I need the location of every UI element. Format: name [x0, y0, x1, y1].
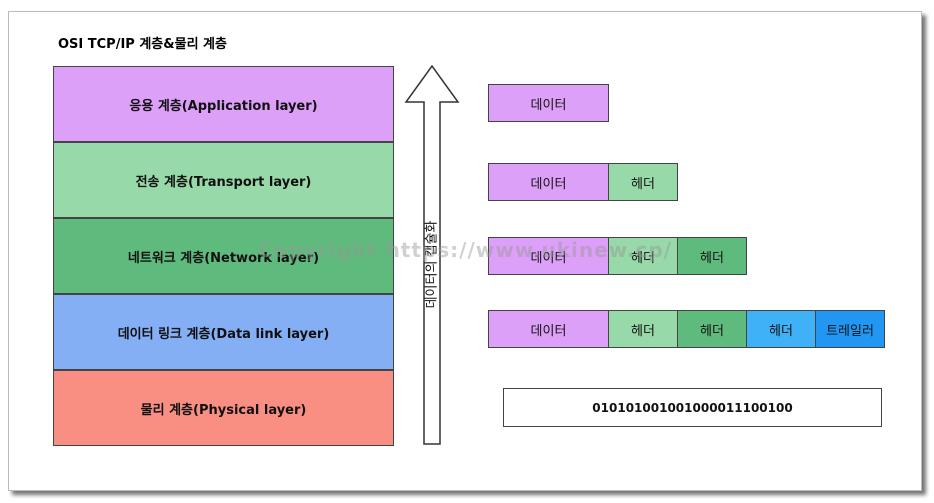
row1-data-box: 데이터 — [488, 84, 609, 122]
layer-data-link: 데이터 링크 계층(Data link layer) — [53, 294, 394, 370]
layer-transport: 전송 계층(Transport layer) — [53, 142, 394, 218]
row2-data-box: 데이터 — [488, 163, 609, 201]
row4-data-box: 데이터 — [488, 310, 609, 348]
row4-network-header-box: 헤더 — [677, 310, 747, 348]
encapsulation-arrow — [404, 64, 460, 445]
diagram-title: OSI TCP/IP 계층&물리 계층 — [58, 37, 227, 52]
bitstream-box: 010101001001000011100100 — [503, 388, 882, 427]
row4-link-header-box: 헤더 — [746, 310, 816, 348]
row4-trailer-box: 트레일러 — [815, 310, 885, 348]
layer-network: 네트워크 계층(Network layer) — [53, 218, 394, 294]
layer-physical: 물리 계층(Physical layer) — [53, 370, 394, 446]
row3-data-box: 데이터 — [488, 237, 609, 275]
row3-transport-header-box: 헤더 — [608, 237, 678, 275]
row3-network-header-box: 헤더 — [677, 237, 747, 275]
layer-application: 응용 계층(Application layer) — [53, 66, 394, 142]
row4-transport-header-box: 헤더 — [608, 310, 678, 348]
row2-header-box: 헤더 — [608, 163, 678, 201]
watermark-text: Copyright https://www.ukinew.cp/ — [258, 238, 672, 262]
arrow-label: 데이터의 캡슐화 — [424, 220, 440, 308]
arrow-label-wrap: 데이터의 캡슐화 — [418, 208, 442, 320]
